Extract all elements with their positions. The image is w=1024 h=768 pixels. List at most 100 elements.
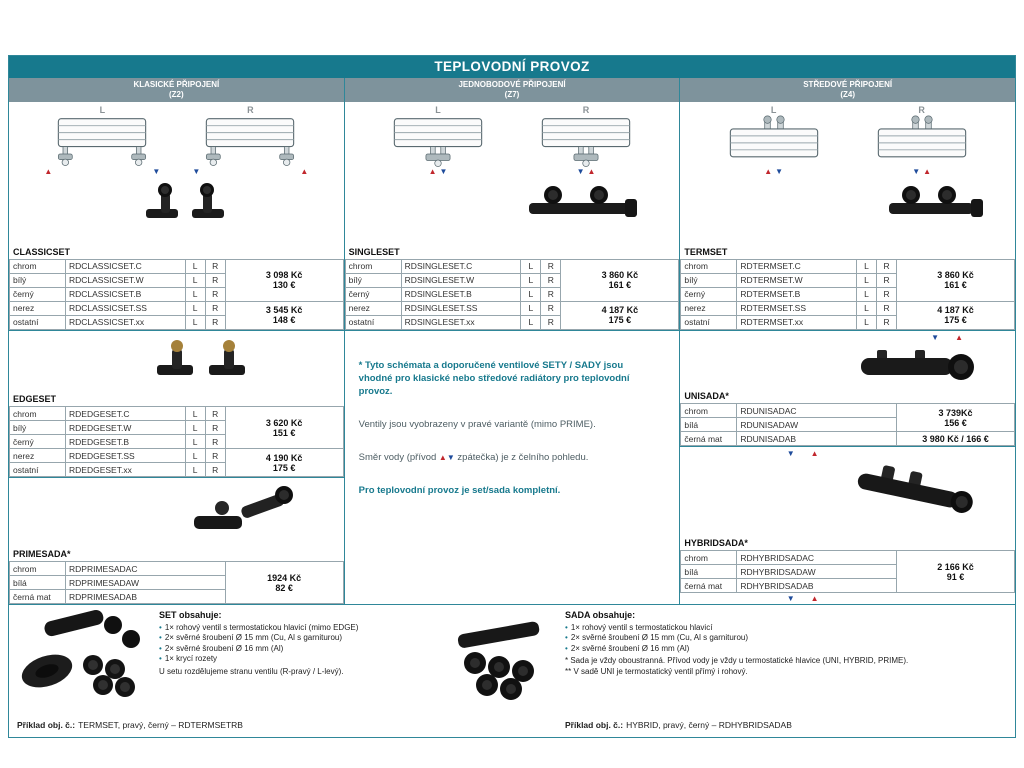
bullet-icon: •: [565, 633, 568, 642]
flow-arrows: ▲ ▼ ▼ ▲: [680, 167, 1015, 177]
cell-variant-r: R: [204, 272, 226, 288]
set-example: Příklad obj. č.:TERMSET, pravý, černý – …: [17, 720, 243, 730]
cell-color: černý: [9, 286, 66, 302]
flow-arrows: ▲ ▼ ▼ ▲: [9, 167, 344, 177]
cell-color: chrom: [680, 403, 738, 419]
cell-color: chrom: [9, 406, 66, 422]
flow-down-arrow: ▼: [152, 166, 161, 176]
termset-photo: [889, 185, 984, 217]
flow-up-arrow: ▲: [438, 452, 447, 462]
cell-variant-l: L: [520, 272, 542, 288]
column-header-code: (Z7): [504, 90, 520, 99]
set-side-note: U setu rozdělujeme stranu ventilu (R-pra…: [159, 666, 344, 676]
table-row: černá mat RDHYBRIDSADAB: [680, 578, 1015, 593]
column-single: JEDNOBODOVÉ PŘIPOJENÍ (Z7) L R ▲ ▼: [344, 78, 681, 604]
variant-l-label: L: [435, 104, 441, 115]
cell-code: RDHYBRIDSADAB: [736, 578, 898, 593]
cell-color: nerez: [680, 300, 738, 316]
cell-variant-l: L: [184, 406, 206, 422]
flow-down-arrow: ▼: [912, 166, 921, 176]
cell-variant-r: R: [540, 300, 562, 316]
termset-section: L R ▲ ▼ ▼ ▲: [680, 102, 1016, 331]
flow-down-arrow: ▼: [931, 332, 940, 342]
cell-code: RDSINGLESET.xx: [400, 314, 522, 330]
table-row: ostatní RDEDGESET.xx L R: [9, 462, 344, 478]
note-recommend: * Tyto schémata a doporučené ventilové S…: [358, 359, 630, 397]
table-row: černý RDEDGESET.B L R: [9, 434, 344, 450]
cell-code: RDUNISADAC: [736, 403, 898, 419]
flow-arrows: ▼ ▲: [680, 594, 1015, 604]
flow-up-arrow: ▲: [300, 166, 309, 176]
cell-variant-l: L: [184, 272, 206, 288]
table-row: černá mat RDPRIMESADAB: [9, 589, 344, 604]
cell-code: RDEDGESET.C: [65, 406, 186, 422]
sada-contents: SADA obsahuje: •1× rohový ventil s termo…: [565, 610, 1015, 677]
table-row: bílý RDEDGESET.W L R: [9, 420, 344, 436]
product-name: HYBRIDSADA*: [684, 538, 748, 548]
page-title: TEPLOVODNÍ PROVOZ: [9, 56, 1015, 78]
cell-code: RDSINGLESET.W: [400, 272, 522, 288]
list-item: •1× krycí rozety: [159, 654, 218, 663]
sada-contents-heading: SADA obsahuje:: [565, 610, 636, 620]
column-header-title: STŘEDOVÉ PŘIPOJENÍ: [803, 80, 893, 89]
cell-variant-l: L: [520, 314, 542, 330]
cell-variant-r: R: [876, 286, 898, 302]
hybridsada-photo: [858, 465, 974, 514]
set-parts-photo: [21, 609, 140, 697]
product-name: PRIMESADA*: [13, 549, 71, 559]
cell-variant-l: L: [184, 300, 206, 316]
cell-variant-l: L: [856, 258, 878, 274]
radiator-diagram-r: [184, 115, 316, 167]
variant-l-label: L: [770, 104, 777, 115]
list-item: •1× rohový ventil s termostatickou hlavi…: [565, 622, 713, 632]
example-text: HYBRID, pravý, černý – RDHYBRIDSADAB: [626, 720, 792, 730]
cell-code: RDCLASSICSET.xx: [65, 314, 186, 330]
unisada-section: ▼ ▲ UNISADA* chrom RDUNISADAC: [680, 331, 1016, 448]
note-water-direction: Směr vody (přívod ▲▼ zpátečka) je z čeln…: [358, 451, 589, 463]
cell-variant-r: R: [540, 314, 562, 330]
cell-variant-r: R: [876, 314, 898, 330]
cell-color: bílá: [680, 564, 738, 579]
cell-color: chrom: [9, 258, 66, 274]
cell-code: RDCLASSICSET.SS: [65, 300, 186, 316]
column-header-code: (Z2): [169, 90, 184, 99]
cell-code: RDCLASSICSET.B: [65, 286, 186, 302]
cell-code: RDTERMSET.B: [736, 286, 858, 302]
cell-color: bílý: [680, 272, 738, 288]
central-diagrams: [680, 115, 1015, 167]
cell-code: RDEDGESET.W: [65, 420, 186, 436]
flow-arrows: ▼ ▲: [680, 449, 1015, 459]
table-row: ostatní RDCLASSICSET.xx L R: [9, 314, 344, 330]
flow-down-arrow: ▼: [786, 449, 795, 459]
cell-variant-r: R: [876, 300, 898, 316]
cell-code: RDSINGLESET.B: [400, 286, 522, 302]
cell-code: RDTERMSET.SS: [736, 300, 858, 316]
column-central: STŘEDOVÉ PŘIPOJENÍ (Z4) L R ▲ ▼: [680, 78, 1016, 604]
radiator-diagram-r: [520, 115, 652, 167]
edgeset-photo: [157, 339, 245, 375]
column-classic: KLASICKÉ PŘIPOJENÍ (Z2) L R ▲ ▼: [9, 78, 345, 604]
flow-down-arrow: ▼: [576, 166, 585, 176]
catalog-frame: TEPLOVODNÍ PROVOZ KLASICKÉ PŘIPOJENÍ (Z2…: [8, 55, 1016, 738]
flow-up-arrow: ▲: [955, 332, 964, 342]
cell-variant-r: R: [204, 434, 226, 450]
cell-variant-l: L: [184, 286, 206, 302]
primesada-photo: [194, 486, 293, 530]
cell-color: ostatní: [680, 314, 738, 330]
cell-variant-l: L: [520, 258, 542, 274]
cell-color: černý: [680, 286, 738, 302]
table-row: černý RDTERMSET.B L R: [680, 286, 1015, 302]
